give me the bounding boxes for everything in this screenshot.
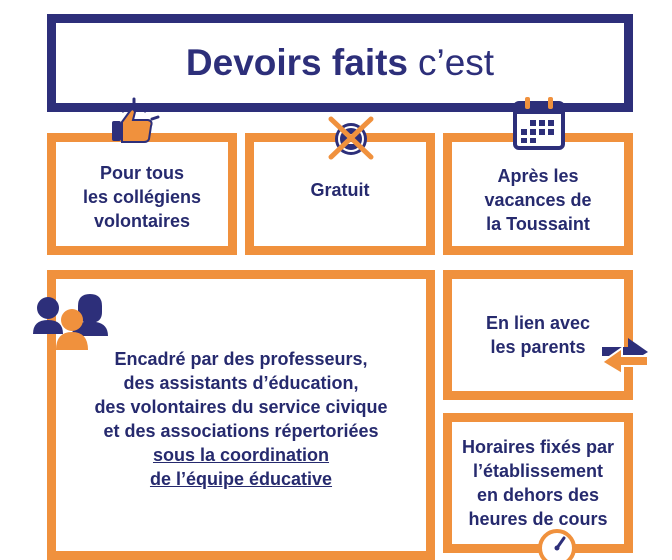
- card-encadre-text: Encadré par des professeurs, des assista…: [94, 349, 388, 489]
- no-money-icon: [328, 116, 374, 160]
- card-toussaint-text: Après les vacances de la Toussaint: [484, 166, 592, 234]
- clock-icon: [538, 529, 576, 560]
- calendar-icon: [513, 97, 565, 150]
- people-icon: [33, 294, 108, 350]
- card-horaires-text: Horaires fixés par l’établissement en de…: [461, 437, 615, 529]
- card-gratuit-text: Gratuit: [310, 180, 370, 200]
- title-bold: Devoirs faits: [185, 42, 408, 83]
- title-banner: Devoirs faits c’est: [47, 14, 633, 112]
- card-horaires: Horaires fixés par l’établissement en de…: [443, 413, 633, 553]
- card-volontaires: Pour tous les collégiens volontaires: [47, 133, 237, 255]
- card-volontaires-text: Pour tous les collégiens volontaires: [82, 163, 202, 231]
- thumbs-up-icon: [112, 97, 160, 143]
- card-parents-text: En lien avec les parents: [485, 313, 591, 357]
- title-light: c’est: [418, 42, 495, 83]
- card-toussaint: Après les vacances de la Toussaint: [443, 133, 633, 255]
- card-encadre: Encadré par des professeurs, des assista…: [47, 270, 435, 560]
- card-parents: En lien avec les parents: [443, 270, 633, 400]
- exchange-arrows-icon: [600, 338, 649, 376]
